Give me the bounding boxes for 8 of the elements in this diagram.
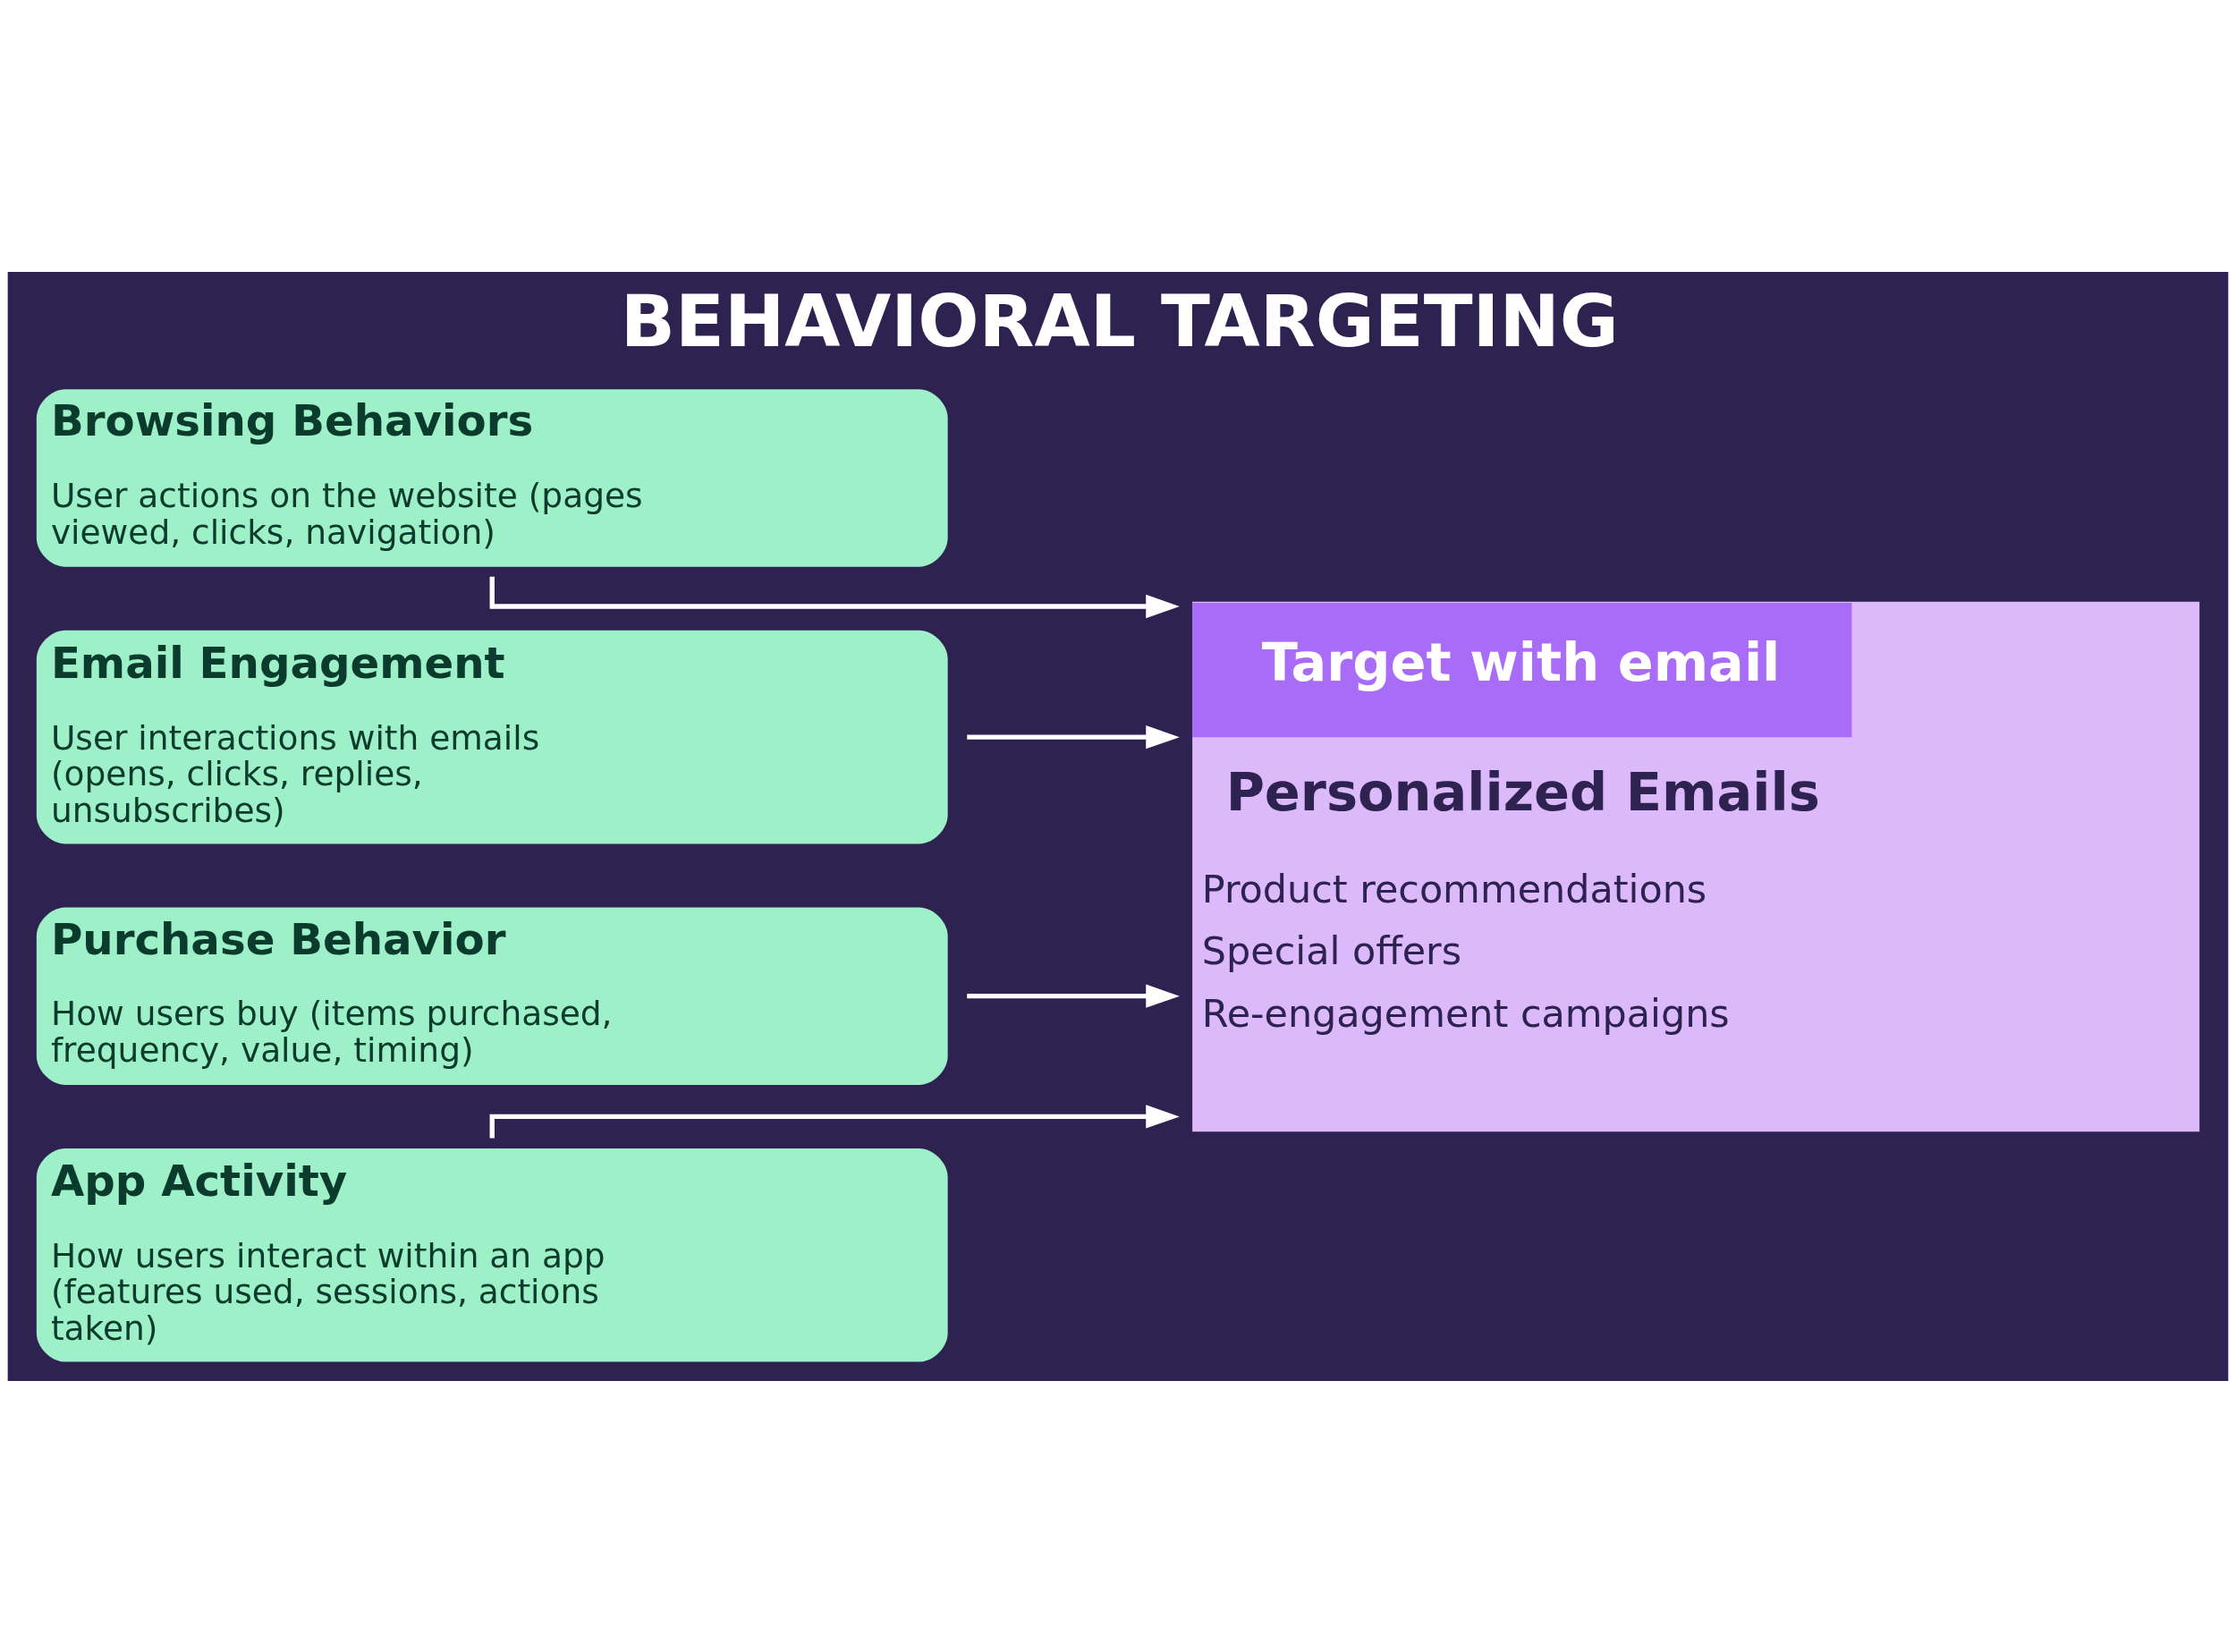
node-box: Email Engagement User interactions with emails (opens, clicks, replies, unsubscribes) [36,630,948,843]
node-box: App Activity How users interact within an app (features used, sessions, actions taken) [36,1148,948,1362]
arrow [489,1104,1180,1139]
arrow [967,984,1180,1008]
arrow [967,724,1180,749]
diagram-title: BEHAVIORAL TARGETING [620,278,1619,363]
node-box: Browsing Behaviors User actions on the website (pages viewed, clicks, navigation) [36,388,948,567]
node-box: Purchase Behavior How users buy (items purchased, frequency, value, timing) [36,907,948,1085]
